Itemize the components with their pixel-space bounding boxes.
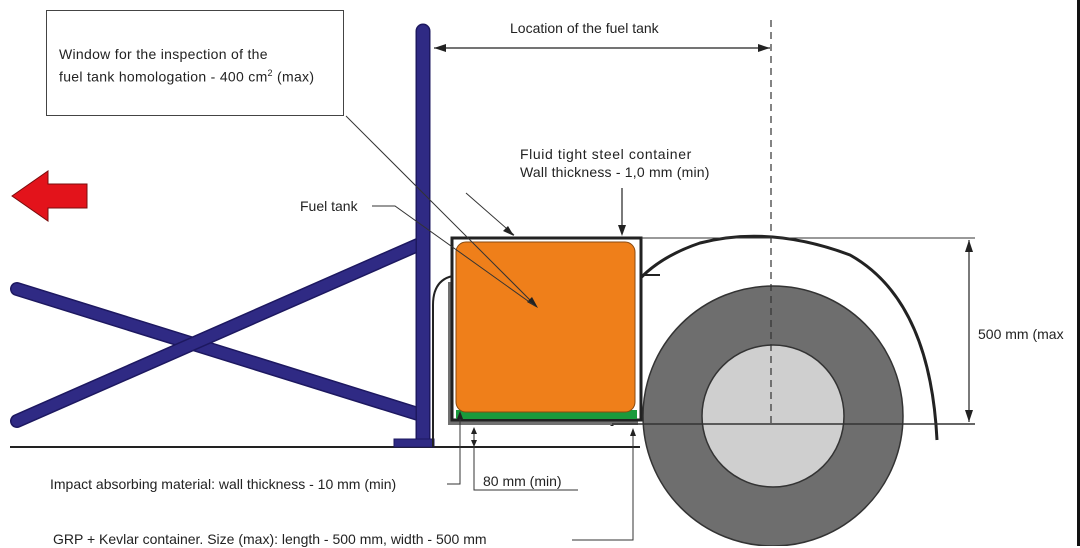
- impact-leader: [447, 413, 461, 485]
- grp-leader: [572, 432, 634, 541]
- pillar-foot: [393, 438, 435, 448]
- window-line-1: Window for the inspection of the: [59, 46, 268, 62]
- grp-leader-arrow: [630, 428, 636, 436]
- window-line-2-superscript: 2: [267, 68, 273, 78]
- steel-container-leader-arrow: [503, 226, 514, 236]
- window-callout-box: Window for the inspection of the fuel ta…: [46, 10, 344, 116]
- rim: [701, 344, 845, 488]
- location-arrowhead-right: [758, 44, 770, 52]
- clearance-arrowhead-bottom: [471, 440, 477, 447]
- page-edge: [1077, 0, 1080, 546]
- clearance-arrowhead-top: [471, 427, 477, 434]
- frame-tube-diagonal-2-fill: [11, 238, 426, 427]
- clearance-leader: [473, 446, 578, 491]
- grp-label: GRP + Kevlar container. Size (max): leng…: [53, 531, 487, 547]
- fuel-tank-leader: [372, 205, 536, 307]
- container-label-line-1: Fluid tight steel container: [520, 146, 692, 162]
- height-label: 500 mm (max: [978, 326, 1064, 342]
- location-arrowhead-left: [434, 44, 446, 52]
- window-leader-arrow: [527, 297, 538, 308]
- impact-absorbing-layer: [456, 410, 637, 419]
- height-arrowhead-top: [965, 240, 973, 252]
- height-arrowhead-bottom: [965, 410, 973, 422]
- frame-tube-diagonal-1-fill: [11, 283, 424, 420]
- window-line-2-tail: (max): [277, 68, 315, 85]
- window-line-2: fuel tank homologation - 400 cm2 (max): [59, 64, 314, 87]
- clearance-label: 80 mm (min): [483, 473, 562, 489]
- window-leader: [345, 115, 537, 307]
- impact-label: Impact absorbing material: wall thicknes…: [50, 476, 397, 492]
- fuel-tank: [455, 241, 636, 413]
- location-label: Location of the fuel tank: [510, 20, 659, 36]
- window-line-2-main: fuel tank homologation - 400 cm: [59, 68, 268, 85]
- window-callout-text: Window for the inspection of the fuel ta…: [59, 45, 314, 87]
- wall-thickness-leader-arrow: [618, 225, 626, 236]
- impact-leader-arrow: [457, 411, 463, 419]
- container-label-line-2: Wall thickness - 1,0 mm (min): [520, 164, 710, 180]
- left-arrow-icon: [11, 170, 88, 222]
- fuel-tank-label: Fuel tank: [300, 198, 358, 214]
